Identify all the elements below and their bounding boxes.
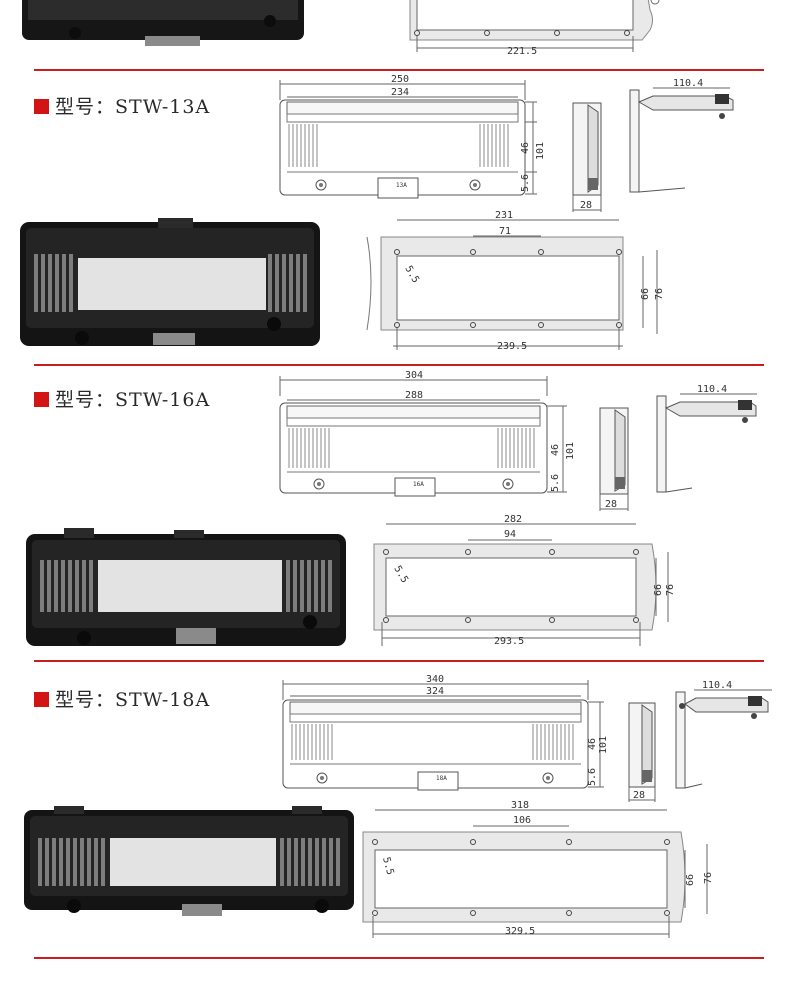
cutout-top-dim: 318 xyxy=(511,800,529,811)
unit-label: 18A xyxy=(436,775,447,782)
cutout-bottom-dim: 293.5 xyxy=(494,636,524,647)
cutout-drawing: 282 94 5.5 293.5 66 76 xyxy=(373,514,676,647)
product-photo xyxy=(20,218,320,346)
overall-width-dim: 304 xyxy=(405,370,423,381)
profile-view-drawing: 110.4 xyxy=(656,384,757,493)
side-depth-dim: 28 xyxy=(580,200,592,211)
product-photo xyxy=(26,528,346,646)
profile-dim: 110.4 xyxy=(702,680,732,691)
cutout-sub-dim: 106 xyxy=(513,815,531,826)
cutout-drawing: 318 106 5.5 329.5 66 76 xyxy=(362,800,714,938)
height-101-dim: 101 xyxy=(565,442,575,460)
model-title: 型号：STW-18A xyxy=(34,685,210,712)
height-56-dim: 5.6 xyxy=(550,474,561,492)
height-46-dim: 46 xyxy=(550,444,561,456)
cutout-inner-height-dim: 66 xyxy=(640,288,651,300)
cutout-bottom-dim: 239.5 xyxy=(497,341,527,352)
inner-width-dim: 288 xyxy=(405,390,423,401)
height-46-dim: 46 xyxy=(520,142,531,154)
cutout-outer-height-dim: 76 xyxy=(703,872,714,884)
cutout-drawing: 231 71 5.5 239.5 66 76 xyxy=(366,210,665,352)
inner-width-dim: 234 xyxy=(391,87,409,98)
model-number: STW-18A xyxy=(115,689,211,711)
cutout-outer-height-dim: 76 xyxy=(654,288,665,300)
red-square-icon xyxy=(34,99,49,114)
height-56-dim: 5.6 xyxy=(520,174,531,192)
cutout-bottom-dim: 329.5 xyxy=(505,926,535,937)
cutout-outer-height-dim: 76 xyxy=(665,584,676,596)
unit-label: 13A xyxy=(396,182,407,189)
hole-dim: 5.5 xyxy=(380,856,395,876)
height-46-dim: 46 xyxy=(587,738,598,750)
section-divider xyxy=(34,69,764,71)
front-view-drawing: 340 324 18A 46 101 5.6 xyxy=(282,674,608,791)
front-view-drawing: 304 288 16A 46 101 5.6 xyxy=(279,370,575,497)
side-depth-dim: 28 xyxy=(605,499,617,510)
profile-view-drawing: 110.4 xyxy=(675,680,772,789)
height-56-dim: 5.6 xyxy=(587,768,598,786)
section-divider xyxy=(34,364,764,366)
cutout-inner-height-dim: 66 xyxy=(685,874,696,886)
red-square-icon xyxy=(34,692,49,707)
cutout-sub-dim: 94 xyxy=(504,529,516,540)
model-title: 型号：STW-16A xyxy=(34,385,210,412)
front-view-drawing: 250 234 13A 46 101 5.6 xyxy=(279,74,546,199)
profile-view-drawing: 110.4 xyxy=(629,78,734,193)
model-title: 型号：STW-13A xyxy=(34,92,210,119)
side-view-drawing: 28 xyxy=(628,702,656,802)
cutout-top-dim: 231 xyxy=(495,210,513,221)
side-view-drawing: 28 xyxy=(599,407,629,511)
side-depth-dim: 28 xyxy=(633,790,645,801)
cutout-bottom-dim: 221.5 xyxy=(507,46,537,57)
unit-label: 16A xyxy=(413,481,424,488)
side-view-drawing: 28 xyxy=(572,102,602,212)
model-number: STW-16A xyxy=(115,389,211,411)
section-divider xyxy=(34,957,764,959)
product-photo-partial xyxy=(22,0,304,46)
product-photo xyxy=(24,806,354,916)
height-101-dim: 101 xyxy=(598,736,608,754)
model-number: STW-13A xyxy=(115,96,211,118)
profile-dim: 110.4 xyxy=(673,78,703,89)
cutout-sub-dim: 71 xyxy=(499,226,511,237)
overall-width-dim: 340 xyxy=(426,674,444,685)
red-square-icon xyxy=(34,392,49,407)
cutout-drawing-partial: 221.5 xyxy=(409,0,660,57)
cutout-top-dim: 282 xyxy=(504,514,522,525)
cutout-inner-height-dim: 66 xyxy=(653,584,664,596)
section-divider xyxy=(34,660,764,662)
overall-width-dim: 250 xyxy=(391,74,409,85)
section-stw-partial: 221.5 xyxy=(0,0,790,72)
profile-dim: 110.4 xyxy=(697,384,727,395)
inner-width-dim: 324 xyxy=(426,686,444,697)
height-101-dim: 101 xyxy=(535,142,546,160)
